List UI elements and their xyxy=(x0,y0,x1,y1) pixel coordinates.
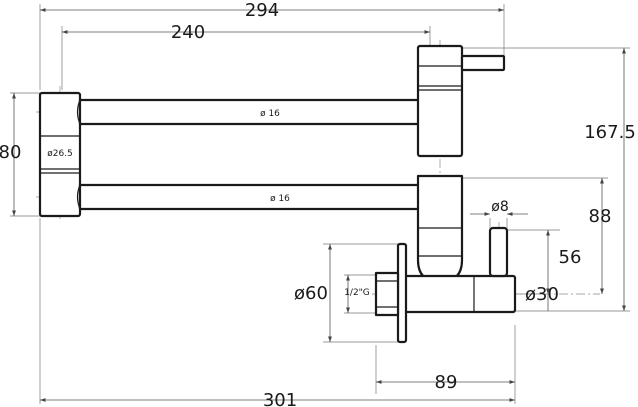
dim-lower-tube-diameter: ø 16 xyxy=(270,194,290,204)
dim-thread: 1/2"G xyxy=(344,288,370,298)
dim-mount-height: 80 xyxy=(0,142,21,163)
lower-swivel-joint xyxy=(416,174,464,284)
dim-mount-diameter: ø26.5 xyxy=(47,149,73,159)
wall-flange xyxy=(396,242,408,344)
center-lines xyxy=(36,40,600,300)
spout-handle xyxy=(460,54,506,72)
dim-flange-diameter: ø60 xyxy=(294,283,328,304)
lower-arm-tube xyxy=(76,183,424,211)
valve-lever xyxy=(488,226,509,278)
dim-overall-width-bottom: 301 xyxy=(263,390,297,407)
dim-outlet-height: 56 xyxy=(559,247,582,268)
upper-arm-tube xyxy=(76,98,424,126)
dim-valve-body-diameter: ø30 xyxy=(525,284,559,305)
dim-valve-depth: 89 xyxy=(435,372,458,393)
dim-upper-tube-diameter: ø 16 xyxy=(260,109,280,119)
valve-body xyxy=(402,274,517,314)
dim-arm-length: 240 xyxy=(171,22,205,43)
dim-valve-height: 88 xyxy=(589,206,612,227)
dim-handle-diameter: ø8 xyxy=(491,199,508,215)
upper-swivel-joint xyxy=(416,44,464,158)
dim-overall-width-top: 294 xyxy=(245,0,279,21)
threaded-inlet xyxy=(374,271,400,317)
wall-mount-block xyxy=(38,91,82,218)
dim-overall-height: 167.5 xyxy=(584,122,636,143)
dimension-lines xyxy=(12,8,626,402)
